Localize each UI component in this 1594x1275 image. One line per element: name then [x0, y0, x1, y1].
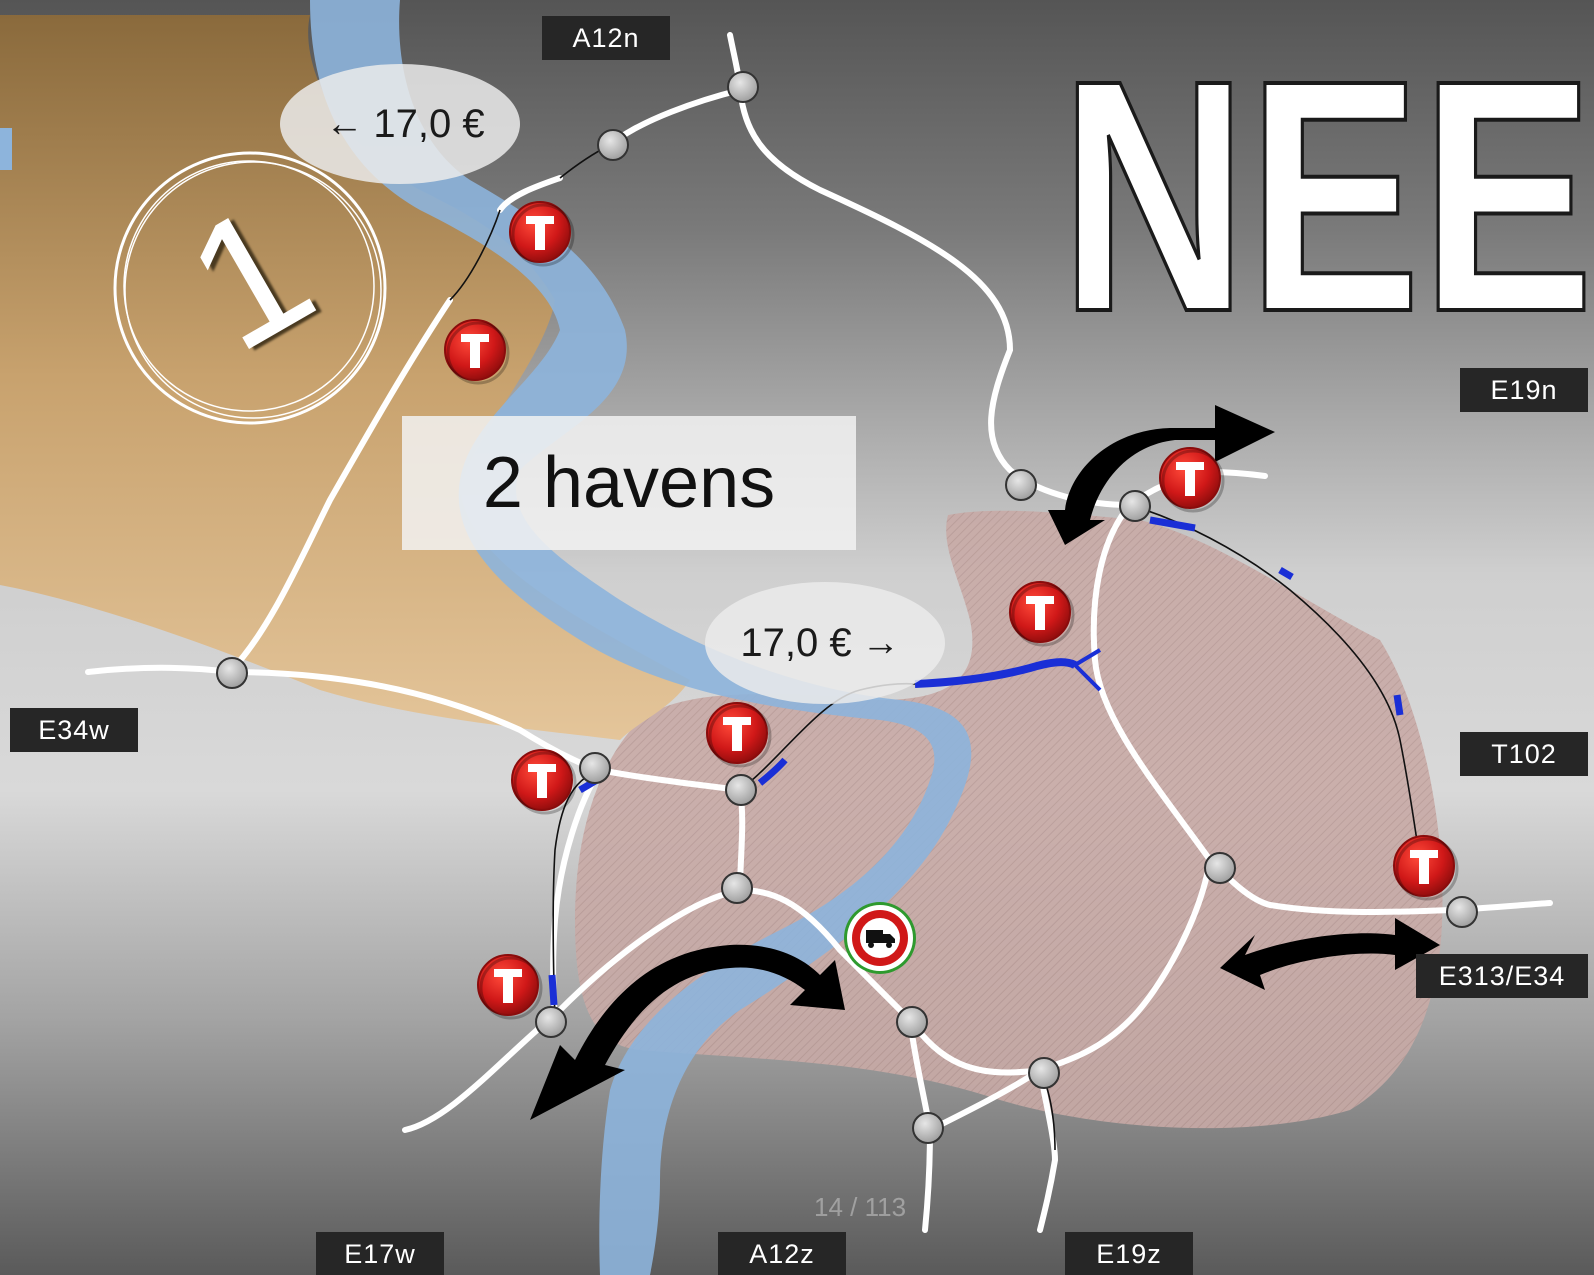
tunnel-T-icon: [705, 701, 772, 768]
river-edge: [0, 128, 12, 170]
curved-double-arrow-icon: [1048, 405, 1275, 545]
junction-circle-icon: [721, 872, 753, 904]
arrow-right-icon: →: [861, 621, 900, 664]
junction-circle-icon: [1028, 1057, 1060, 1089]
road-label-e19z: E19z: [1065, 1232, 1193, 1275]
road-label-a12z: A12z: [718, 1232, 846, 1275]
tunnel-T-icon: [476, 953, 543, 1020]
road-label-e313-e34: E313/E34: [1416, 954, 1588, 998]
junction-circle-icon: [912, 1112, 944, 1144]
junction-circle-icon: [1446, 896, 1478, 928]
junction-circle-icon: [597, 129, 629, 161]
junctions: [216, 71, 1478, 1144]
tunnel-T-icon: [508, 200, 575, 267]
traffic-arrows: [530, 405, 1440, 1120]
land-zone-1: [0, 15, 690, 740]
road-label-e17w: E17w: [316, 1232, 444, 1275]
page-title: NEE: [1058, 9, 1594, 382]
tunnel-T-icon: [1392, 834, 1459, 901]
junction-circle-icon: [1005, 469, 1037, 501]
page-title-text: NEE: [1060, 30, 1594, 330]
toll-east-amount: 17,0 €: [740, 620, 852, 665]
road-e34w: [85, 664, 743, 793]
road-ring-south: [737, 857, 1213, 1076]
tunnel-T-icon: [510, 748, 577, 815]
road-ring-north: [497, 175, 563, 213]
toll-east-bubble: 17,0 € →: [705, 582, 945, 704]
junction-circle-icon: [535, 1006, 567, 1038]
road-label-t102: T102: [1460, 732, 1588, 776]
toll-west-amount: 17,0 €: [373, 101, 485, 146]
toll-west-bubble: ← 17,0 €: [280, 64, 520, 184]
road-e34w-north: [227, 297, 453, 675]
zone-1-marker: [113, 151, 387, 425]
junction-circle-icon: [216, 657, 248, 689]
ports-label-box: 2 havens: [402, 416, 856, 550]
junction-circle-icon: [896, 1006, 928, 1038]
tunnel-T-icon: [443, 318, 510, 385]
junction-circle-icon: [1204, 852, 1236, 884]
ports-label: 2 havens: [482, 443, 776, 523]
tunnel-sections: [548, 516, 1404, 1006]
curved-double-arrow-icon: [1220, 918, 1440, 990]
curved-double-arrow-icon: [530, 944, 845, 1120]
river: [310, 0, 972, 1275]
road-e19z: [1037, 1067, 1059, 1233]
road-label-e34w: E34w: [10, 708, 138, 752]
junction-circle-icon: [1119, 490, 1151, 522]
road-label-e19n: E19n: [1460, 368, 1588, 412]
junction-circle-icon: [725, 774, 757, 806]
road-label-a12n: A12n: [542, 16, 670, 60]
tunnel-T-icon: [1008, 580, 1075, 647]
junction-circle-icon: [727, 71, 759, 103]
arrow-left-icon: ←: [325, 102, 364, 145]
no-trucks-sign-icon: [844, 902, 916, 974]
page-number: 14 / 113: [814, 1192, 907, 1222]
tunnel-T-icon: [1158, 446, 1225, 513]
junction-circle-icon: [579, 752, 611, 784]
